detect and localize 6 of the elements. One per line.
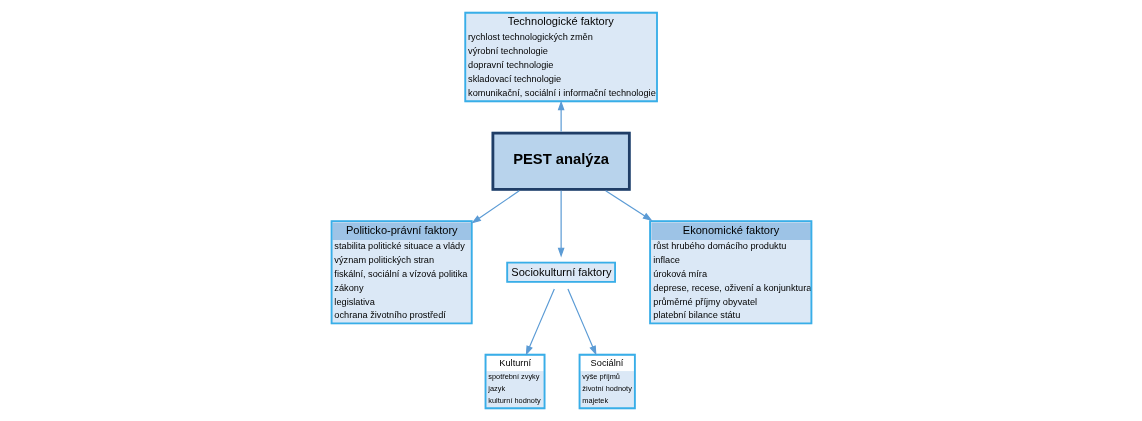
- arrow: [470, 190, 520, 224]
- arrow: [557, 100, 565, 133]
- arrow: [525, 288, 555, 356]
- arrow: [566, 288, 596, 356]
- arrow: [557, 190, 565, 258]
- arrow: [604, 190, 653, 221]
